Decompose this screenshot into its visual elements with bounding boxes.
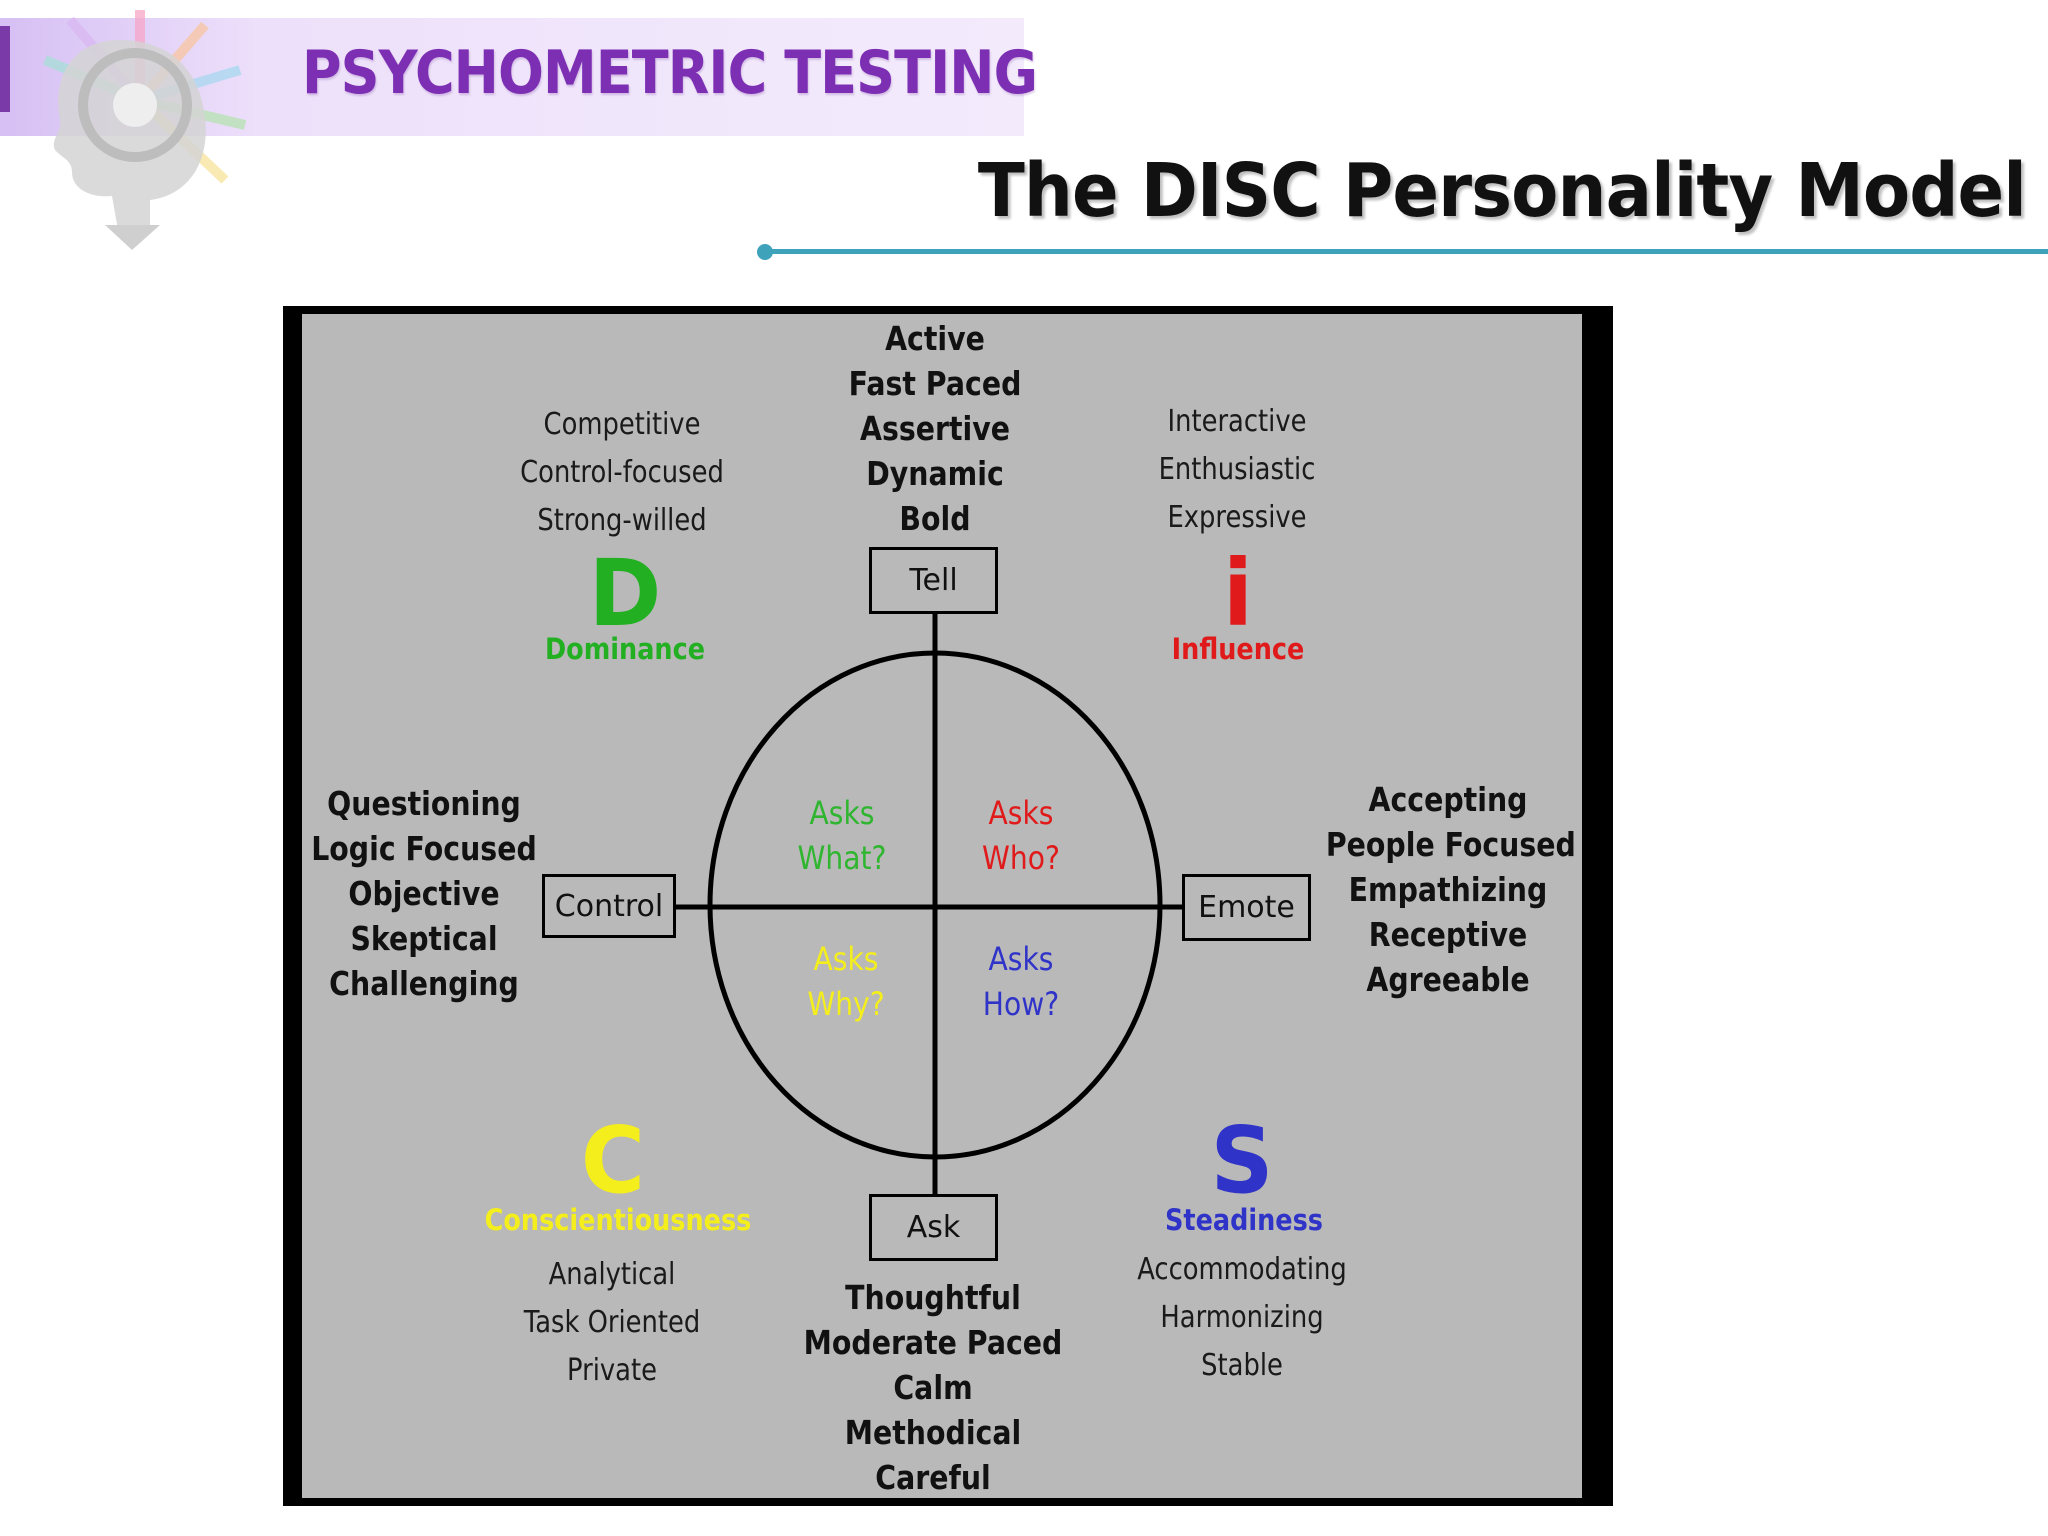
dominance-traits: Competitive Control-focused Strong-wille… [520, 407, 724, 538]
axis-box-tell: Tell [869, 547, 998, 614]
title-underline [760, 249, 2048, 254]
axis-box-ask: Ask [869, 1194, 998, 1261]
influence-name: Influence [1171, 632, 1305, 666]
axis-box-emote: Emote [1182, 874, 1311, 941]
head-gear-logo-icon [43, 10, 247, 250]
axis-box-control: Control [542, 874, 676, 938]
conscientiousness-traits: Analytical Task Oriented Private [523, 1257, 701, 1388]
conscientiousness-question: Asks Why? [807, 940, 885, 1023]
axis-traits-top: Active Fast Paced Assertive Dynamic Bold [848, 319, 1022, 538]
title-underline-dot [757, 244, 773, 260]
influence-letter: i [1223, 540, 1253, 647]
dominance-question: Asks What? [797, 794, 887, 877]
steadiness-name: Steadiness [1165, 1203, 1323, 1237]
steadiness-question: Asks How? [982, 940, 1060, 1023]
axis-traits-right: Accepting People Focused Empathizing Rec… [1325, 780, 1576, 999]
axis-traits-bottom: Thoughtful Moderate Paced Calm Methodica… [803, 1278, 1063, 1497]
dominance-letter: D [588, 540, 662, 647]
steadiness-letter: S [1210, 1107, 1274, 1214]
slide-title: The DISC Personality Model [977, 148, 2027, 234]
dominance-name: Dominance [544, 632, 706, 666]
header-accent-bar [0, 26, 10, 112]
steadiness-traits: Accommodating Harmonizing Stable [1137, 1252, 1347, 1383]
influence-traits: Interactive Enthusiastic Expressive [1158, 404, 1316, 535]
section-label: PSYCHOMETRIC TESTING [302, 38, 1038, 108]
conscientiousness-letter: C [580, 1107, 646, 1214]
influence-question: Asks Who? [982, 794, 1060, 877]
axis-traits-left: Questioning Logic Focused Objective Skep… [311, 784, 537, 1003]
conscientiousness-name: Conscientiousness [484, 1203, 752, 1237]
